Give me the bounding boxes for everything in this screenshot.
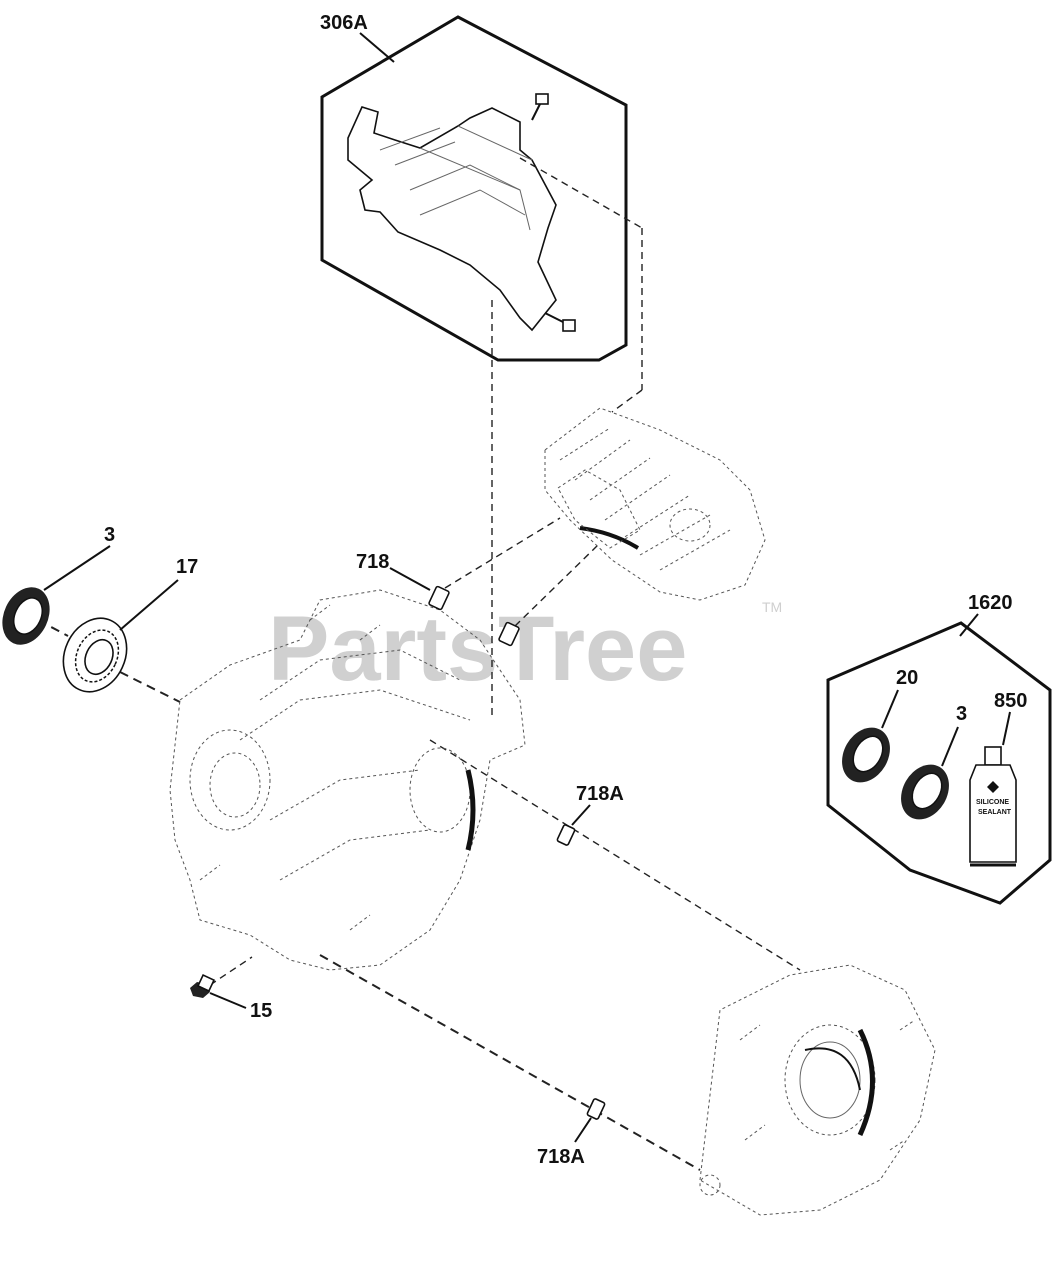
kit-seal-3[interactable]: 3 [891, 703, 967, 828]
dowel-718a-bottom[interactable]: 718A [537, 1098, 606, 1168]
shield-bolt-bottom [544, 312, 576, 332]
heat-shield-group[interactable]: 306A [320, 12, 628, 362]
callout-20[interactable]: 20 [896, 667, 918, 689]
callout-1620[interactable]: 1620 [968, 592, 1013, 614]
callout-17[interactable]: 17 [176, 556, 198, 578]
kit-hexagon [826, 621, 1052, 905]
silicone-sealant-tube[interactable]: SILICONE SEALANT 850 [969, 690, 1027, 867]
kit-seal-20[interactable]: 20 [832, 667, 918, 791]
crankcase-cover-ghost [699, 964, 936, 1216]
shield-bolt-top [531, 93, 549, 121]
drain-plug[interactable]: 15 [190, 973, 272, 1022]
heat-shield-leader [359, 32, 395, 63]
callout-718a-bottom[interactable]: 718A [537, 1146, 585, 1168]
callout-718[interactable]: 718 [356, 551, 389, 573]
heat-shield-hexagon [320, 15, 628, 362]
dowel-718-top[interactable]: 718 [356, 551, 520, 647]
cylinder-head-ghost [544, 407, 766, 601]
watermark-trademark: TM [762, 599, 782, 615]
callout-718a-middle[interactable]: 718A [576, 783, 624, 805]
watermark-text: PartsTree [268, 598, 687, 700]
callout-15[interactable]: 15 [250, 1000, 272, 1022]
callout-850[interactable]: 850 [994, 690, 1027, 712]
callout-306a[interactable]: 306A [320, 12, 368, 34]
tube-label-line2: SEALANT [978, 809, 1012, 816]
dowel-718a-middle[interactable]: 718A [556, 783, 624, 846]
bearing[interactable]: 17 [52, 556, 198, 702]
tube-label-line1: SILICONE [976, 799, 1009, 806]
alignment-lines [37, 157, 801, 1171]
callout-3-left[interactable]: 3 [104, 524, 115, 546]
callout-3-kit[interactable]: 3 [956, 703, 967, 725]
gasket-kit-group[interactable]: 1620 20 3 SILICONE SEALANT 850 [826, 592, 1052, 905]
heat-shield-part [347, 93, 576, 332]
seal-left[interactable]: 3 [0, 524, 115, 652]
crankcase-ghost [169, 589, 526, 971]
